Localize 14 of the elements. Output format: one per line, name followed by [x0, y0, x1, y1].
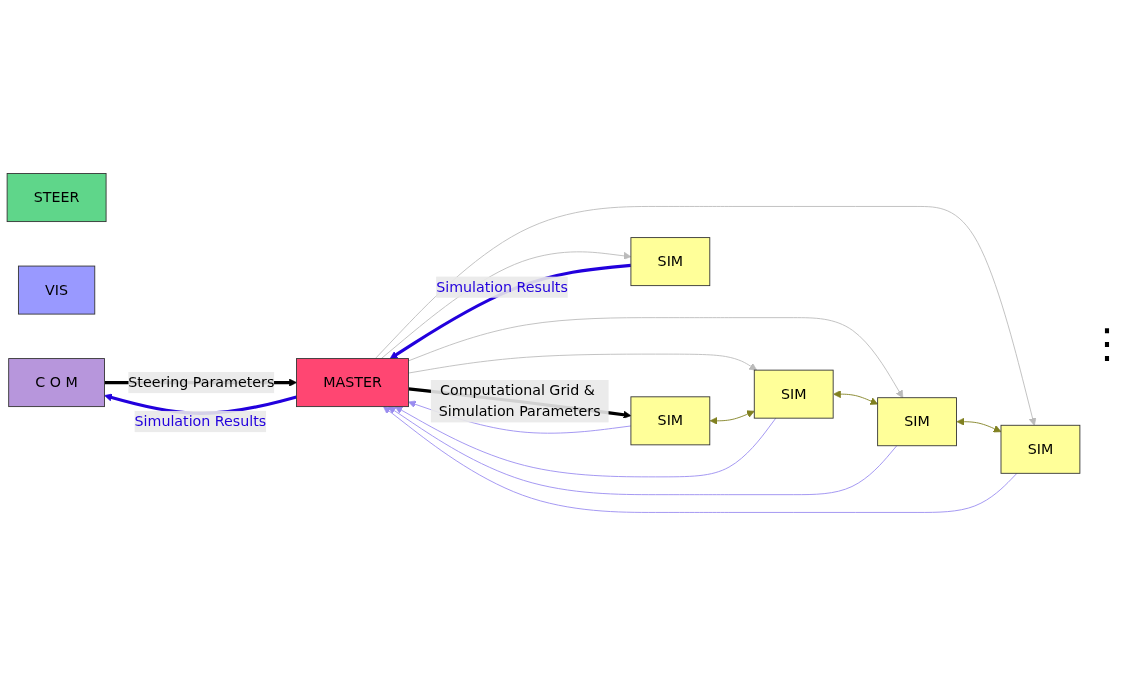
node-box: VIS: [18, 265, 96, 315]
edge-label: Computational Grid & Simulation Parameters: [438, 381, 601, 420]
node-box: SIM: [753, 369, 834, 419]
node-box: SIM: [630, 396, 711, 446]
edge-label: Steering Parameters: [128, 373, 275, 391]
node-box: SIM: [630, 237, 711, 287]
edge-label: Simulation Results: [436, 278, 568, 296]
node-box: STEER: [6, 173, 107, 223]
node-box: C O M: [8, 358, 105, 408]
node-box: SIM: [1000, 424, 1081, 474]
node-box: MASTER: [296, 358, 409, 408]
node-box: SIM: [877, 397, 957, 447]
ellipsis-mark: ⋮: [1087, 320, 1127, 366]
edge-label: Simulation Results: [134, 412, 267, 430]
